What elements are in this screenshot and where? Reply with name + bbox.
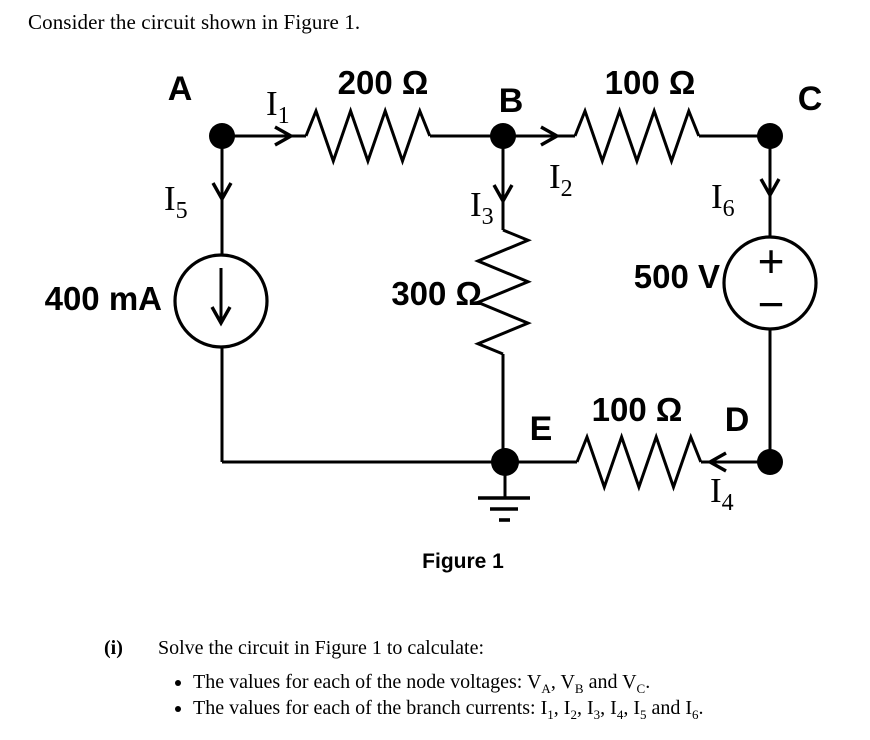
bullet-node-voltages: The values for each of the node voltages… bbox=[193, 669, 853, 695]
resistor-300ohm-label: 300 Ω bbox=[391, 275, 482, 312]
node-dot-d bbox=[757, 449, 783, 475]
node-dot-b bbox=[490, 123, 516, 149]
current-term-i1: I1 bbox=[540, 697, 554, 722]
task-item-text: Solve the circuit in Figure 1 to calcula… bbox=[158, 637, 485, 659]
node-label-d: D bbox=[725, 401, 750, 439]
node-label-b: B bbox=[499, 82, 524, 120]
voltage-term-va: VA bbox=[526, 671, 551, 696]
branch-b-e bbox=[474, 136, 532, 462]
branch-b-c bbox=[503, 106, 770, 166]
ground-symbol bbox=[478, 474, 530, 522]
voltage-source-minus-sign: − bbox=[758, 278, 785, 330]
node-dot-a bbox=[209, 123, 235, 149]
resistor-100ohm-bottom-symbol bbox=[575, 432, 703, 492]
current-term-i3: I3 bbox=[586, 697, 601, 722]
current-label-i3: I3 bbox=[470, 185, 494, 230]
current-label-i6: I6 bbox=[711, 177, 735, 222]
current-term-i6: I6 bbox=[685, 697, 699, 722]
task-bullets: The values for each of the node voltages… bbox=[160, 669, 853, 721]
bullet-branch-currents: The values for each of the branch curren… bbox=[193, 695, 853, 721]
branch-a-b bbox=[222, 106, 503, 166]
current-source-label: 400 mA bbox=[45, 280, 162, 317]
circuit-figure: + − A B C D E 200 Ω 100 bbox=[45, 64, 823, 573]
bullet2-prefix: The values for each of the branch curren… bbox=[193, 697, 541, 719]
intro-text: Consider the circuit shown in Figure 1. bbox=[28, 10, 361, 34]
bullet1-prefix: The values for each of the node voltages… bbox=[193, 671, 527, 693]
figure-caption: Figure 1 bbox=[422, 550, 504, 573]
task-item-label: (i) bbox=[104, 637, 123, 659]
resistor-100ohm-top-symbol bbox=[573, 106, 701, 166]
current-term-i5: I5 bbox=[633, 697, 647, 722]
voltage-term-vb: VB bbox=[560, 671, 584, 696]
voltage-source-plus-sign: + bbox=[758, 235, 785, 287]
node-label-c: C bbox=[798, 80, 823, 118]
node-label-a: A bbox=[168, 70, 193, 108]
branch-a-ground bbox=[173, 136, 505, 464]
node-dot-c bbox=[757, 123, 783, 149]
task-line: (i) Solve the circuit in Figure 1 to cal… bbox=[104, 637, 484, 660]
resistor-100ohm-bottom-label: 100 Ω bbox=[592, 391, 683, 428]
current-label-i1: I1 bbox=[266, 84, 290, 129]
voltage-term-vc: VC bbox=[622, 671, 646, 696]
resistor-100ohm-top-label: 100 Ω bbox=[605, 64, 696, 101]
branch-c-d: + − bbox=[722, 136, 818, 462]
current-term-i4: I4 bbox=[610, 697, 624, 722]
node-label-e: E bbox=[530, 410, 553, 448]
current-label-i4: I4 bbox=[710, 471, 734, 516]
current-term-i2: I2 bbox=[563, 697, 577, 722]
resistor-300ohm-symbol bbox=[474, 228, 532, 356]
current-label-i2: I2 bbox=[549, 157, 573, 202]
voltage-source-label: 500 V bbox=[634, 258, 720, 295]
resistor-200ohm-label: 200 Ω bbox=[338, 64, 429, 101]
node-dot-e bbox=[491, 448, 519, 476]
current-label-i5: I5 bbox=[164, 179, 188, 224]
resistor-200ohm-symbol bbox=[304, 106, 432, 166]
